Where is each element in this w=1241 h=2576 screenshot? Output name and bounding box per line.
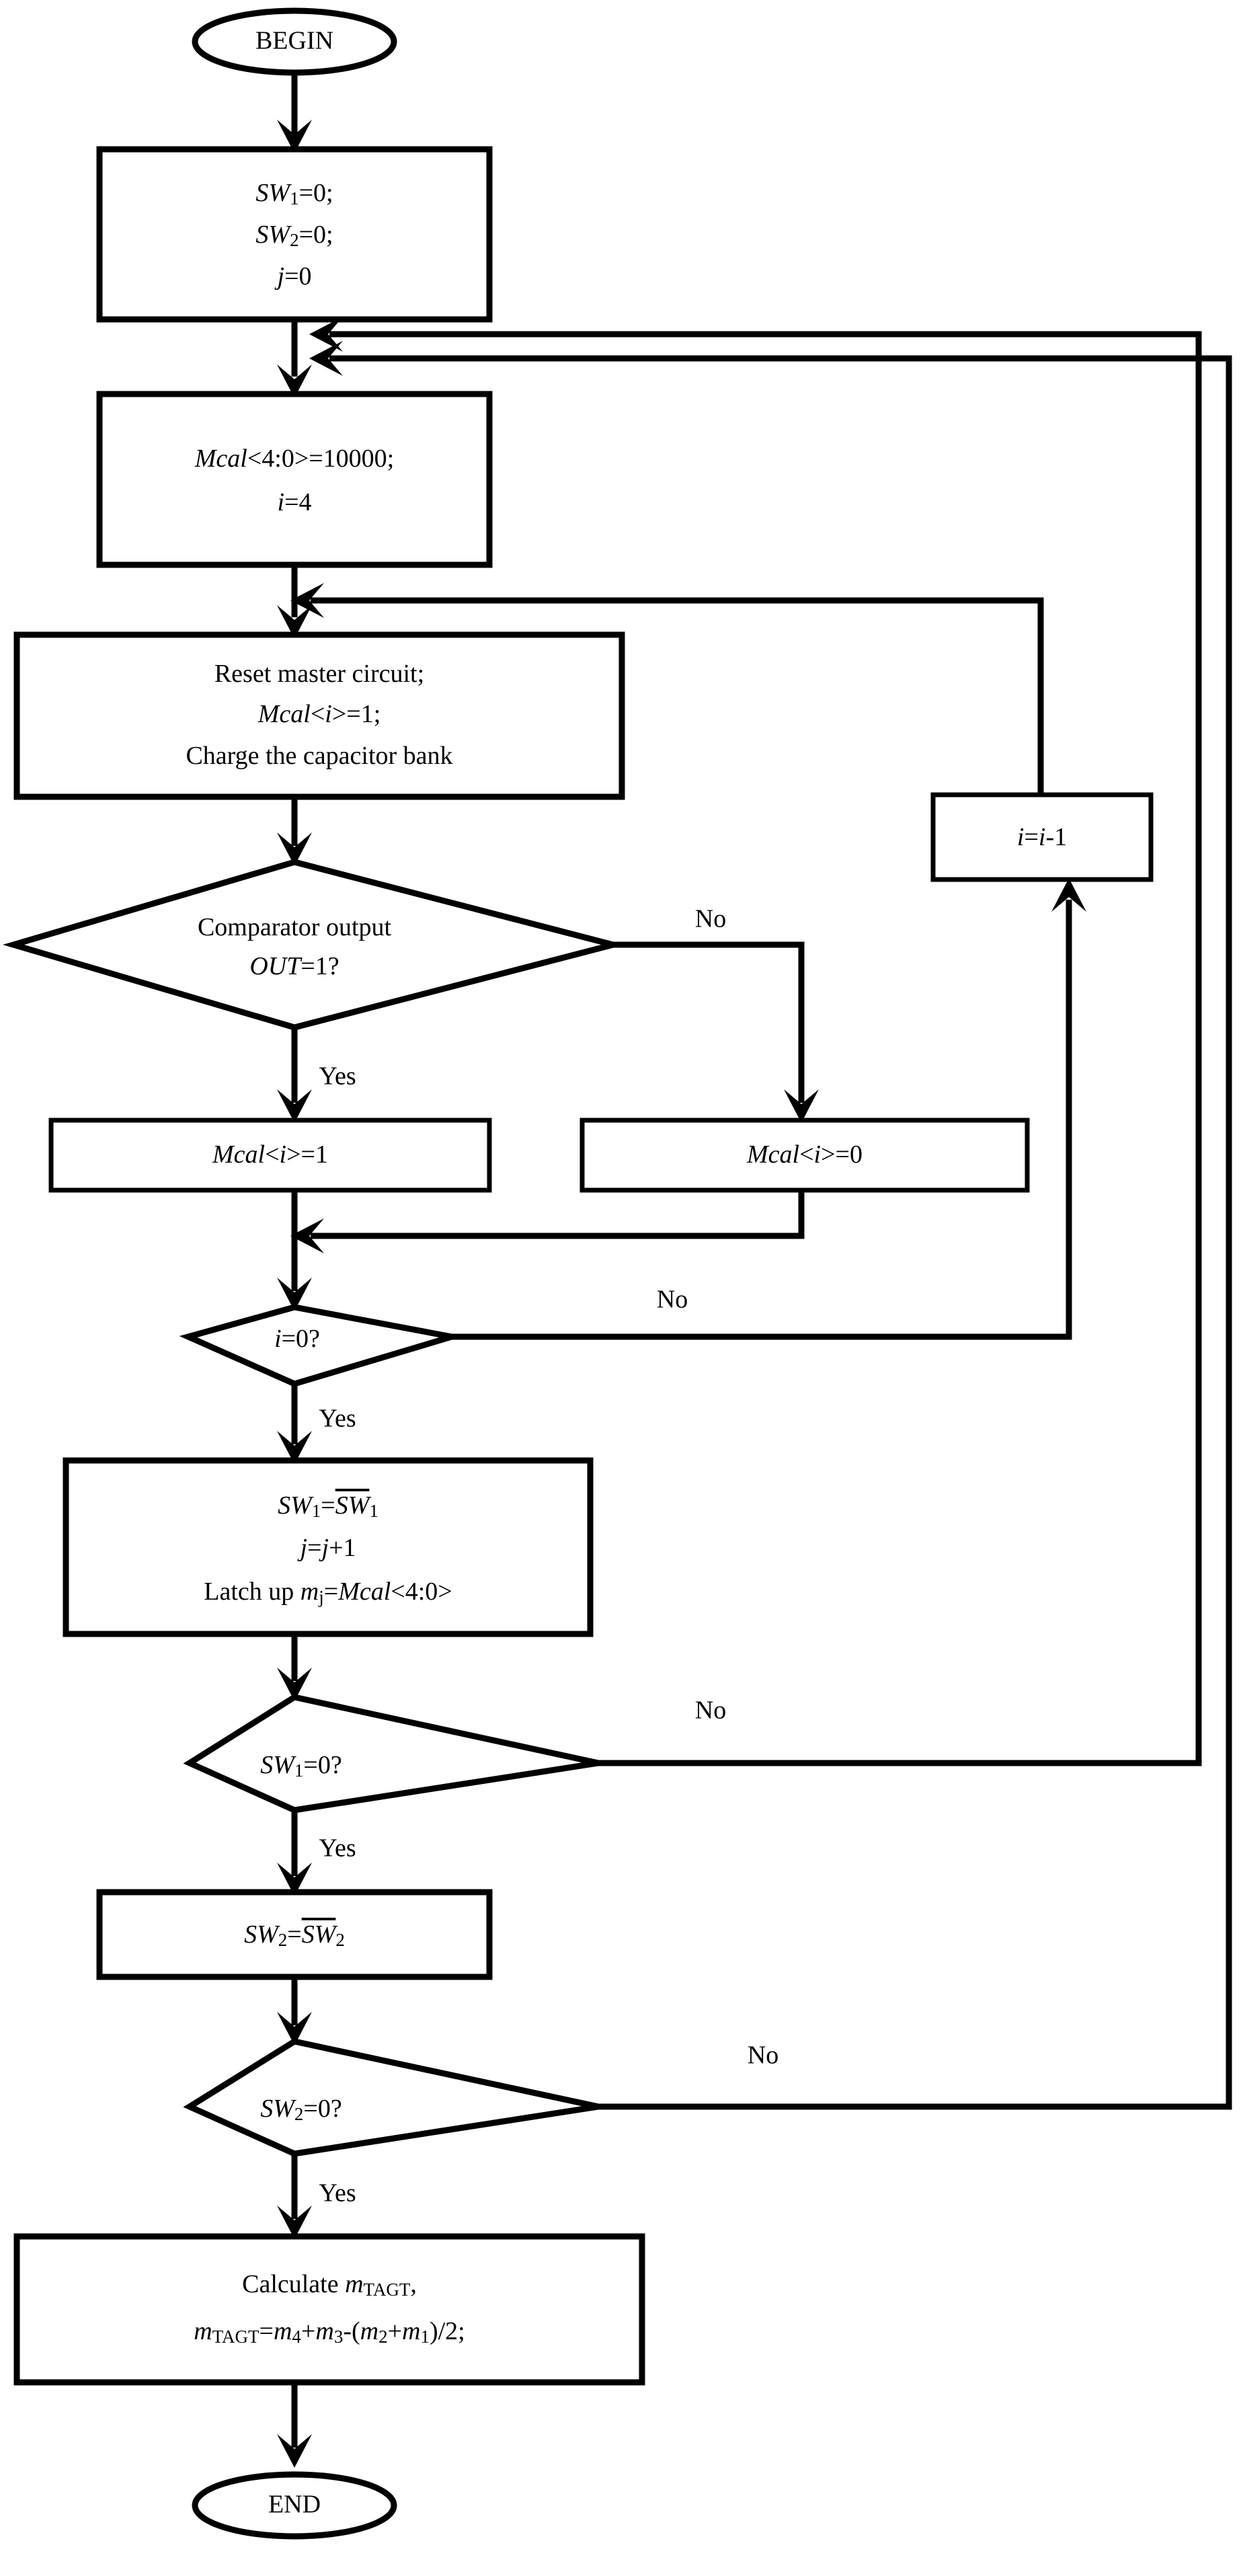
edge-sw1check-yes [277, 1810, 312, 1896]
node-init-line-1: SW1=0; [255, 179, 333, 208]
node-comparator[interactable]: Comparator output OUT=1? [3, 859, 625, 1031]
node-reset-line-2: Mcal<i>=1; [257, 700, 381, 728]
node-sw2-toggle[interactable]: SW2=SW2 [96, 1889, 493, 1980]
node-reset-line-1: Reset master circuit; [214, 660, 424, 688]
node-sw1-check-label: SW1=0? [260, 1751, 342, 1781]
node-i-zero[interactable]: i=0? [179, 1304, 453, 1387]
edge-label-sw2-no: No [748, 2041, 778, 2070]
node-mcal-zero[interactable]: Mcal<i>=0 [579, 1118, 1030, 1193]
node-sw1-check[interactable]: SW1=0? [183, 1694, 599, 1813]
node-comparator-line-1: Comparator output [198, 913, 392, 941]
node-mcal-zero-label: Mcal<i>=0 [746, 1140, 863, 1169]
node-sw2-check-label: SW2=0? [260, 2095, 342, 2124]
edge-begin-to-init [277, 73, 312, 153]
node-sw1-toggle-line-3: Latch up mj=Mcal<4:0> [204, 1577, 452, 1607]
node-mcal-init-line-1: Mcal<4:0>=10000; [194, 444, 395, 473]
edge-sw2-no-feedback [309, 341, 1232, 2110]
node-calculate-line-2: mTAGT=m4+m3-(m2+m1)/2; [194, 2317, 465, 2347]
edge-label-izero-yes: Yes [319, 1405, 356, 1433]
edge-comparator-no [613, 941, 819, 1123]
edge-label-izero-no: No [657, 1286, 688, 1314]
edge-label-comparator-no: No [695, 905, 726, 933]
edge-mcal-one-to-izero [277, 1190, 312, 1311]
node-mcal-one[interactable]: Mcal<i>=1 [48, 1118, 492, 1193]
edge-sw1toggle-to-sw1check [277, 1634, 312, 1701]
node-comparator-line-2: OUT=1? [249, 952, 339, 980]
node-i-dec-label: i=i-1 [1017, 823, 1067, 851]
edge-calculate-to-end [277, 2382, 312, 2468]
edge-label-sw2-yes: Yes [319, 2179, 356, 2208]
node-end-label: END [268, 2491, 321, 2519]
edge-mcal-init-to-reset [277, 565, 312, 639]
node-calculate[interactable]: Calculate mTAGT, mTAGT=m4+m3-(m2+m1)/2; [13, 2233, 645, 2386]
edge-label-sw1-no: No [695, 1696, 726, 1725]
node-sw1-toggle-line-1: SW1=SW1 [278, 1491, 378, 1521]
edge-reset-to-comparator [277, 797, 312, 866]
node-reset-line-3: Charge the capacitor bank [186, 742, 452, 770]
node-init-line-3: j=0 [274, 262, 312, 290]
node-init-line-2: SW2=0; [255, 221, 333, 250]
node-mcal-init[interactable]: Mcal<4:0>=10000; i=4 [96, 391, 493, 568]
edge-sw2toggle-to-sw2check [277, 1977, 312, 2045]
edge-init-to-mcal-init [277, 319, 312, 398]
edge-label-comparator-yes: Yes [319, 1062, 356, 1091]
edge-sw1-no-feedback [309, 317, 1202, 1766]
node-mcal-one-label: Mcal<i>=1 [212, 1140, 328, 1169]
node-end[interactable]: END [192, 2471, 397, 2540]
node-calculate-line-1: Calculate mTAGT, [242, 2270, 417, 2300]
edge-comparator-yes [277, 1027, 312, 1123]
edge-izero-yes [277, 1384, 312, 1465]
node-begin-label: BEGIN [255, 27, 333, 55]
edge-idec-to-reset [290, 583, 1044, 795]
edge-label-sw1-yes: Yes [319, 1834, 356, 1863]
node-i-dec[interactable]: i=i-1 [930, 792, 1154, 882]
edge-sw2check-yes [277, 2154, 312, 2239]
edge-izero-no [452, 878, 1086, 1340]
node-begin[interactable]: BEGIN [192, 7, 397, 76]
node-sw2-check[interactable]: SW2=0? [183, 2038, 599, 2157]
node-i-zero-label: i=0? [274, 1325, 320, 1353]
node-sw2-toggle-label: SW2=SW2 [244, 1920, 345, 1950]
node-mcal-init-line-2: i=4 [278, 488, 312, 516]
node-init[interactable]: SW1=0; SW2=0; j=0 [96, 146, 493, 323]
edge-mcal-zero-merge [290, 1190, 805, 1253]
node-sw1-toggle[interactable]: SW1=SW1 j=j+1 Latch up mj=Mcal<4:0> [63, 1457, 594, 1637]
node-reset-master[interactable]: Reset master circuit; Mcal<i>=1; Charge … [13, 631, 625, 800]
node-sw1-toggle-line-2: j=j+1 [297, 1534, 356, 1562]
